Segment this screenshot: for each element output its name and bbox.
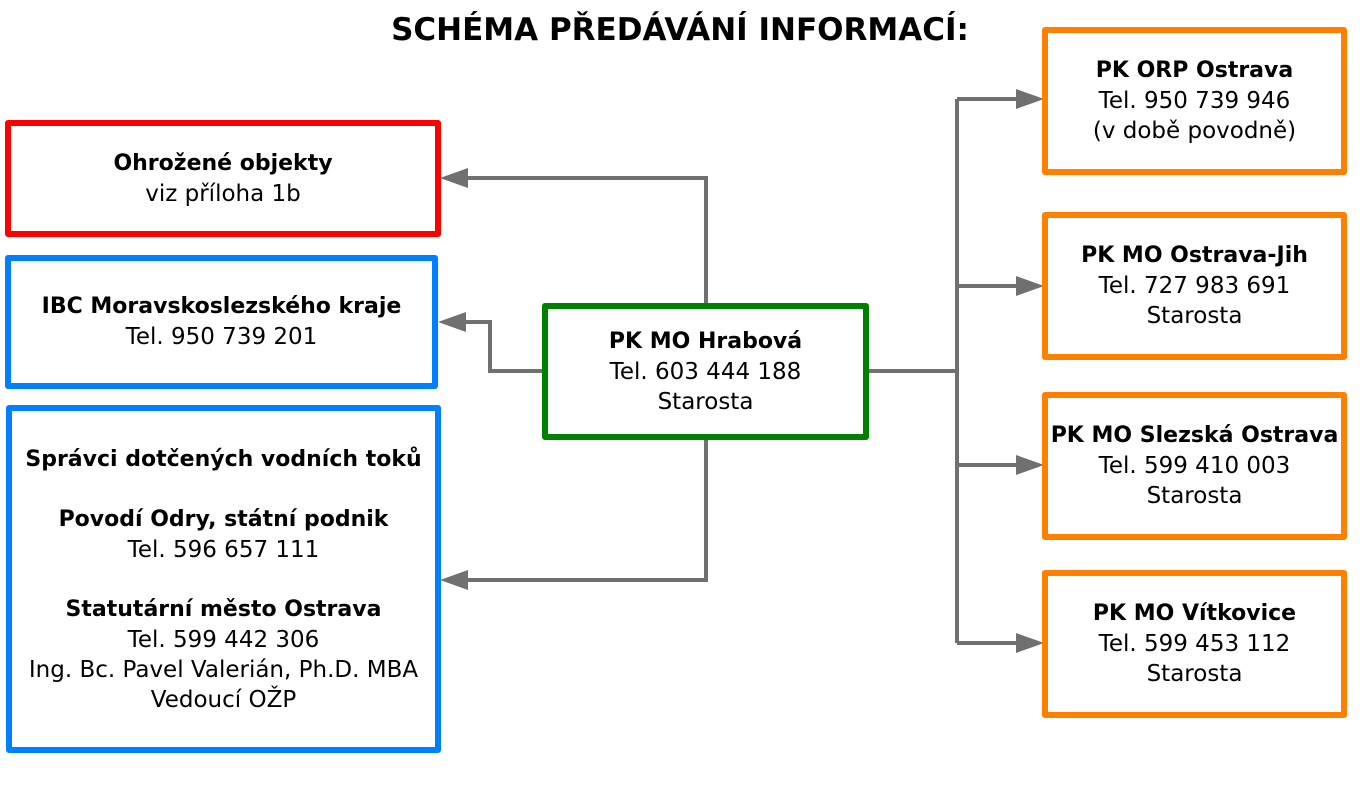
node-phone: Tel. 599 453 112: [1098, 631, 1291, 657]
entry-phone: Tel. 599 442 306: [127, 627, 320, 653]
node-phone: Tel. 599 410 003: [1098, 453, 1291, 479]
node-phone: Tel. 950 739 201: [125, 324, 318, 350]
node-heading: Správci dotčených vodních toků: [25, 447, 422, 472]
node-center-hrabova: PK MO Hrabová Tel. 603 444 188 Starosta: [542, 303, 869, 440]
node-name: PK MO Vítkovice: [1092, 601, 1297, 626]
node-water-managers: Správci dotčených vodních toků Povodí Od…: [6, 405, 441, 753]
entry-person: Ing. Bc. Pavel Valerián, Ph.D. MBA: [28, 657, 419, 683]
node-phone: Tel. 603 444 188: [609, 358, 802, 385]
entry-role: Vedoucí OŽP: [150, 687, 297, 713]
node-vitkovice: PK MO Vítkovice Tel. 599 453 112 Starost…: [1042, 570, 1347, 718]
node-slezska-ostrava: PK MO Slezská Ostrava Tel. 599 410 003 S…: [1042, 392, 1347, 540]
node-note: Starosta: [1146, 661, 1243, 687]
node-name: PK MO Ostrava-Jih: [1081, 243, 1308, 268]
node-role: Starosta: [657, 388, 754, 415]
connector-to-threatened: [446, 176, 708, 303]
node-name: PK ORP Ostrava: [1095, 58, 1294, 83]
connector-to-ibc: [446, 320, 542, 373]
arrow-head-right-icon: [1016, 455, 1044, 475]
node-ostrava-jih: PK MO Ostrava-Jih Tel. 727 983 691 Staro…: [1042, 212, 1347, 360]
node-ibc: IBC Moravskoslezského kraje Tel. 950 739…: [5, 255, 438, 389]
node-name: PK MO Hrabová: [608, 328, 803, 354]
entry-name: Statutární město Ostrava: [65, 597, 382, 622]
entry-name: Povodí Odry, státní podnik: [58, 507, 389, 532]
node-name: IBC Moravskoslezského kraje: [41, 294, 402, 319]
diagram-title-text: SCHÉMA PŘEDÁVÁNÍ INFORMACÍ:: [391, 12, 969, 48]
node-note: Starosta: [1146, 303, 1243, 329]
node-note: viz příloha 1b: [145, 180, 301, 207]
arrow-head-left-icon: [438, 312, 466, 332]
node-threatened-objects: Ohrožené objekty viz příloha 1b: [5, 120, 441, 237]
node-note: (v době povodně): [1092, 118, 1297, 144]
entry-phone: Tel. 596 657 111: [127, 537, 320, 563]
arrow-head-left-icon: [440, 168, 468, 188]
node-note: Starosta: [1146, 483, 1243, 509]
arrow-head-left-icon: [440, 570, 468, 590]
arrow-head-right-icon: [1016, 633, 1044, 653]
node-phone: Tel. 950 739 946: [1098, 88, 1291, 114]
arrow-head-right-icon: [1016, 89, 1044, 109]
node-name: PK MO Slezská Ostrava: [1050, 423, 1339, 448]
connector-to-water: [448, 439, 708, 582]
arrow-head-right-icon: [1016, 276, 1044, 296]
node-phone: Tel. 727 983 691: [1098, 273, 1291, 299]
diagram-title: SCHÉMA PŘEDÁVÁNÍ INFORMACÍ:: [0, 12, 1360, 48]
node-name: Ohrožené objekty: [113, 150, 333, 176]
node-orp-ostrava: PK ORP Ostrava Tel. 950 739 946 (v době …: [1042, 27, 1347, 175]
